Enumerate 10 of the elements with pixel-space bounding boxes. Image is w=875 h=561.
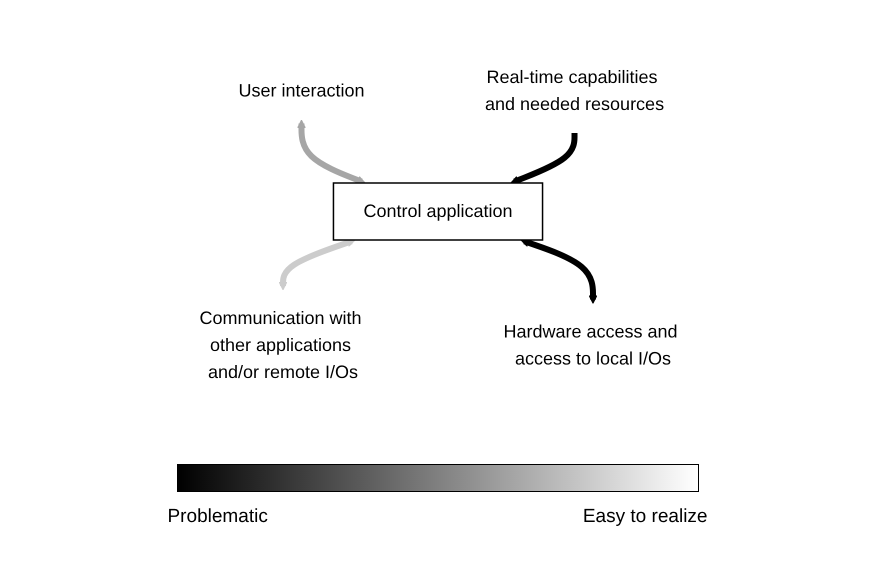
gradient-scale-bar	[176, 464, 698, 492]
scale-label: Easy to realize	[582, 506, 708, 528]
node-text: User interaction	[238, 80, 364, 100]
node-box: Control application	[332, 182, 543, 241]
node-text: Hardware access and access to local I/Os	[502, 322, 678, 368]
node-text: Real-time capabilities and needed resources	[484, 67, 664, 114]
node-text: Communication with other applications and/or remote I/Os	[198, 308, 362, 382]
scale-label: Problematic	[168, 506, 268, 528]
arrow	[296, 120, 366, 184]
arrow	[510, 133, 578, 184]
